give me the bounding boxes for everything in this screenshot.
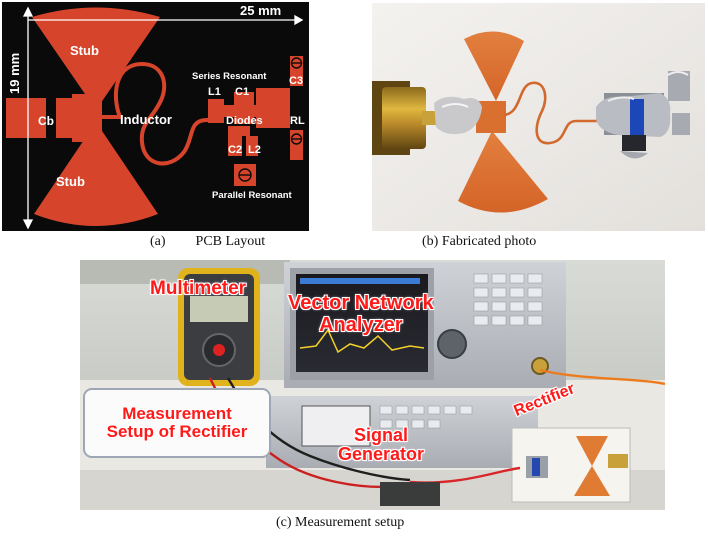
- height-dimension-label: 19 mm: [7, 53, 22, 94]
- orange-rf-cable: [539, 368, 665, 386]
- parallel-resonant-label: Parallel Resonant: [212, 190, 293, 201]
- rl-label: RL: [290, 115, 305, 127]
- siggen-label-line2: Generator: [338, 444, 425, 465]
- c2-pad: [228, 136, 242, 156]
- l2-label: L2: [248, 144, 261, 156]
- vna-label-line2: Analyzer: [319, 313, 403, 336]
- stub-top-label: Stub: [70, 43, 99, 58]
- caption-measurement-setup: (c) Measurement setup: [276, 515, 405, 530]
- vna-label-line1: Vector Network: [288, 292, 434, 314]
- vna-label: Vector Network Analyzer: [288, 292, 434, 336]
- series-resonant-label: Series Resonant: [192, 71, 267, 82]
- measurement-setup-photo: Multimeter Vector Network Analyzer Measu…: [80, 260, 665, 510]
- vna-knob: [437, 329, 467, 359]
- signal-generator-label: Signal Generator: [338, 425, 425, 465]
- stub-bottom-label: Stub: [56, 174, 85, 189]
- width-dimension-label: 25 mm: [240, 3, 281, 18]
- multimeter-label: Multimeter: [150, 278, 247, 299]
- caption-a-prefix: (a): [150, 234, 166, 249]
- rl-pad: [290, 130, 303, 160]
- signal-generator-screen: [301, 405, 371, 447]
- c2-label: C2: [228, 144, 242, 156]
- sma-connector-nut: [382, 87, 426, 149]
- photo-diode: [630, 99, 644, 137]
- c3-label: C3: [289, 75, 303, 87]
- fabricated-photo: [372, 3, 705, 231]
- vna-trace: [299, 328, 425, 354]
- setup-scene: [80, 260, 665, 510]
- photo-bottom-stub: [458, 131, 548, 213]
- vna-screen: [296, 274, 428, 372]
- diodes-label: Diodes: [226, 115, 263, 127]
- sma-connector-pin: [422, 111, 438, 125]
- siggen-label-line1: Signal: [354, 425, 409, 445]
- photo-top-stub: [464, 31, 524, 101]
- photo-load-pad: [668, 71, 690, 101]
- caption-a-text: PCB Layout: [195, 234, 266, 249]
- feed-junction: [72, 94, 102, 142]
- top-stub-arc: [32, 7, 160, 17]
- photo-capacitor: [622, 135, 646, 151]
- output-block: [256, 88, 290, 128]
- pcb-layout-figure: 25 mm 19 mm Stub Stub Cb Inductor Series…: [2, 2, 309, 231]
- c1-label: C1: [235, 86, 249, 98]
- diode-pad-left: [228, 126, 250, 136]
- cb-pad-left: [6, 98, 46, 138]
- measurement-setup-box: Measurement Setup of Rectifier: [83, 388, 271, 458]
- caption-pcb-layout: (a) PCB Layout: [150, 234, 265, 250]
- setup-label-line1: Measurement: [122, 403, 232, 423]
- setup-label-line2: Setup of Rectifier: [106, 422, 248, 441]
- photo-meander-trace: [503, 81, 598, 145]
- cb-label: Cb: [38, 114, 54, 128]
- l2-pad: [246, 136, 258, 156]
- caption-fabricated-photo: (b) Fabricated photo: [422, 234, 537, 249]
- l1-label: L1: [208, 86, 221, 98]
- bottom-stub-shape: [34, 122, 158, 226]
- inductor-trace: [102, 61, 216, 166]
- inductor-label: Inductor: [120, 112, 172, 127]
- multimeter-display: [190, 296, 248, 322]
- measurement-setup-label: Measurement Setup of Rectifier: [106, 403, 248, 442]
- top-stub-shape: [32, 17, 160, 110]
- bench-box: [380, 482, 440, 506]
